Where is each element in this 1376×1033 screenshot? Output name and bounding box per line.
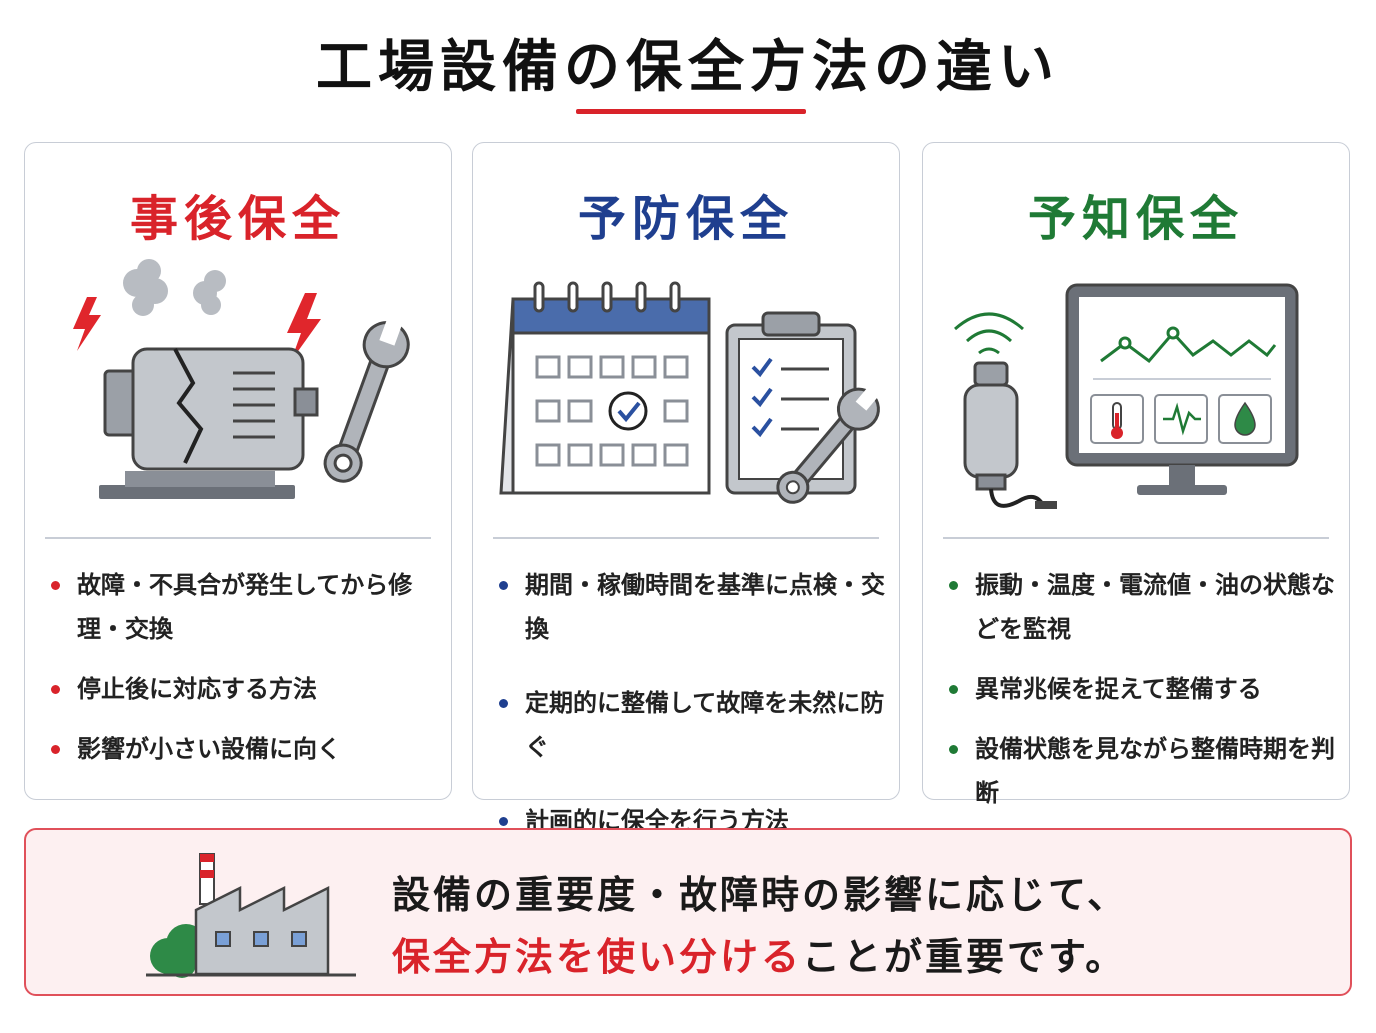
bullet-dot-icon	[949, 745, 958, 754]
list-item: 停止後に対応する方法	[47, 667, 443, 711]
bullet-list: 振動・温度・電流値・油の状態などを監視 異常兆候を捉えて整備する 設備状態を見な…	[945, 563, 1341, 831]
divider	[493, 537, 879, 539]
bullet-dot-icon	[499, 581, 508, 590]
title-underline	[576, 109, 806, 114]
card-title: 事後保全	[129, 191, 346, 247]
card-corrective-maintenance: 事後保全 故障・不具合が発生してから修	[24, 142, 452, 800]
card-title: 予知保全	[1027, 191, 1244, 247]
summary-box: 設備の重要度・故障時の影響に応じて、 保全方法を使い分けることが重要です。	[24, 828, 1352, 996]
list-item: 影響が小さい設備に向く	[47, 727, 443, 771]
list-item: 定期的に整備して故障を未然に防ぐ	[495, 681, 891, 769]
bullet-dot-icon	[949, 685, 958, 694]
summary-line-1: 設備の重要度・故障時の影響に応じて、	[392, 873, 1129, 917]
bullet-list: 故障・不具合が発生してから修理・交換 停止後に対応する方法 影響が小さい設備に向…	[47, 563, 443, 787]
calendar-checklist-icon	[499, 281, 881, 504]
list-item: 設備状態を見ながら整備時期を判断	[945, 727, 1341, 815]
list-item: 期間・稼働時間を基準に点検・交換	[495, 563, 891, 651]
page-title: 工場設備の保全方法の違い	[316, 35, 1060, 100]
list-item: 故障・不具合が発生してから修理・交換	[47, 563, 443, 651]
card-preventive-maintenance: 予防保全	[472, 142, 900, 835]
summary-line-2: 保全方法を使い分けることが重要です。	[392, 926, 1126, 981]
bullet-list: 期間・稼働時間を基準に点検・交換 定期的に整備して故障を未然に防ぐ 計画的に保全…	[495, 563, 891, 873]
bullet-dot-icon	[499, 817, 508, 826]
broken-motor-wrench-icon	[73, 259, 410, 499]
bullet-dot-icon	[949, 581, 958, 590]
list-item: 異常兆候を捉えて整備する	[945, 667, 1341, 711]
bullet-dot-icon	[51, 685, 60, 694]
list-item: 振動・温度・電流値・油の状態などを監視	[945, 563, 1341, 651]
bullet-dot-icon	[51, 745, 60, 754]
divider	[45, 537, 431, 539]
divider	[943, 537, 1329, 539]
summary-rest: ことが重要です。	[802, 935, 1127, 979]
factory-icon	[146, 853, 356, 978]
card-title: 予防保全	[577, 191, 794, 247]
card-predictive-maintenance: 予知保全 振動・温度・電流値・油の状態などを監視 異常兆候を捉えて整備する	[922, 142, 1350, 807]
sensor-monitor-icon	[954, 283, 1299, 509]
bullet-dot-icon	[51, 581, 60, 590]
summary-emphasis: 保全方法を使い分ける	[392, 935, 803, 979]
bullet-dot-icon	[499, 699, 508, 708]
